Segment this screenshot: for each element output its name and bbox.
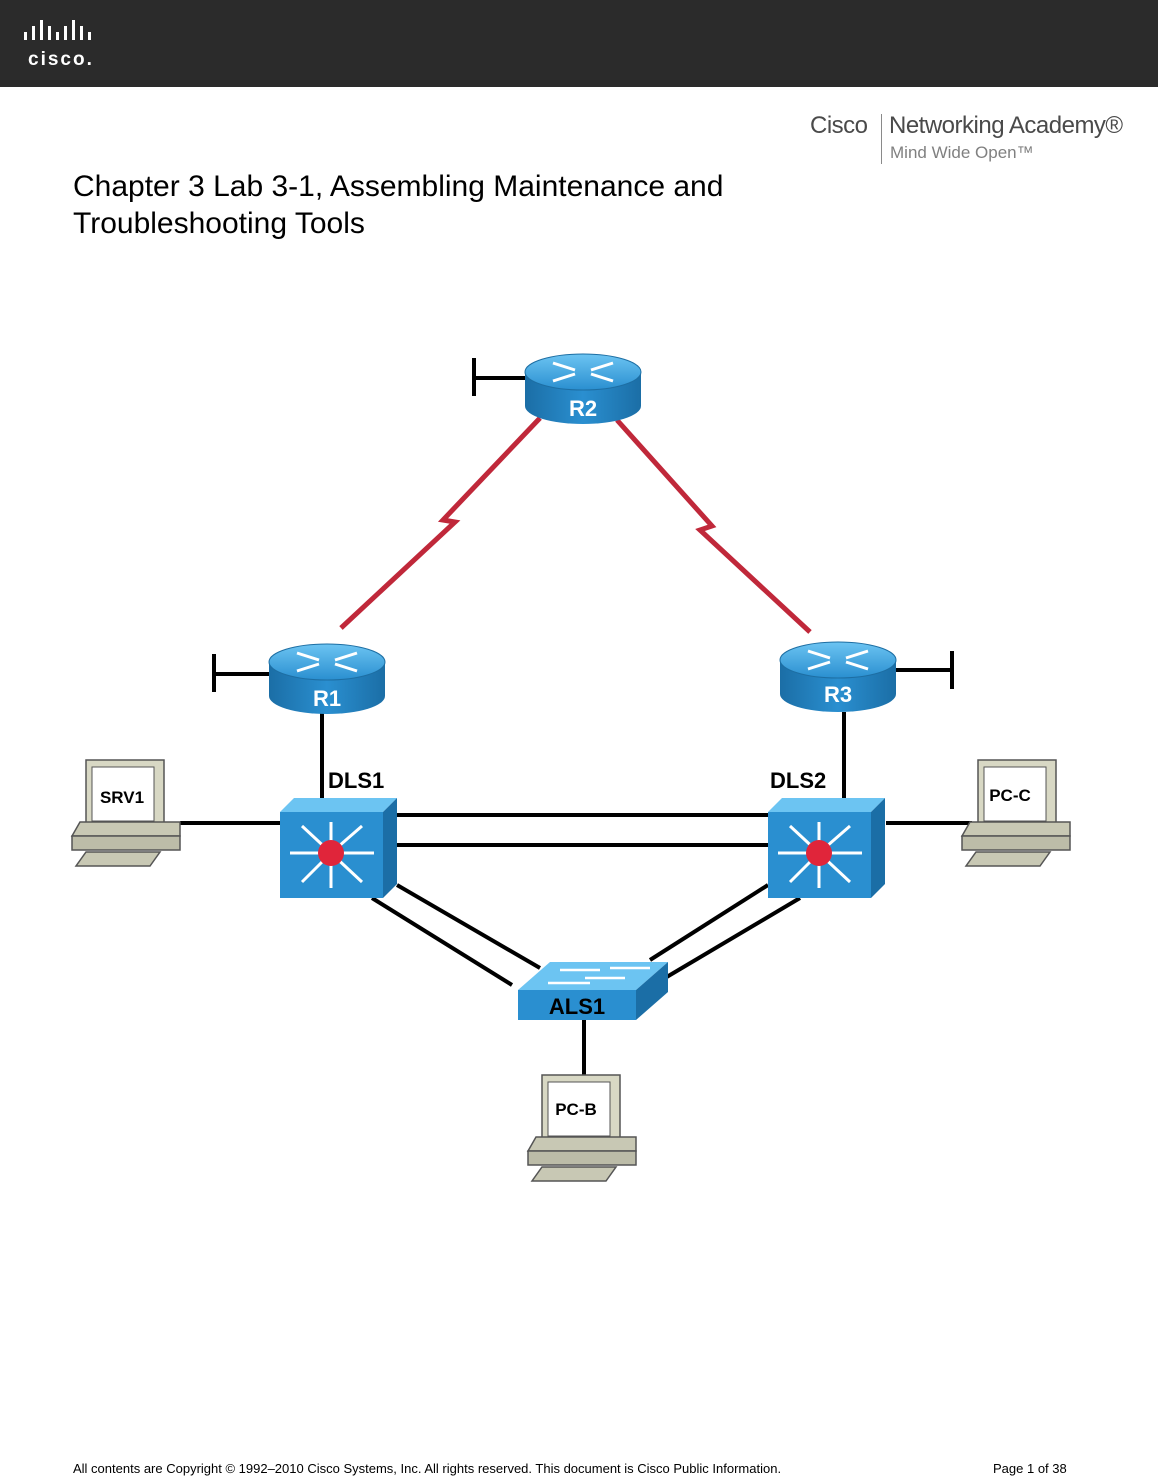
router-r3: R3 (779, 641, 897, 712)
link-dls2-als1-a (648, 883, 770, 962)
cisco-logo-bars-icon (24, 20, 91, 40)
title-line-2: Troubleshooting Tools (73, 207, 365, 240)
host-label: SRV1 (100, 788, 144, 807)
page-title: Chapter 3 Lab 3-1, Assembling Maintenanc… (73, 168, 813, 242)
switch-label: DLS1 (328, 768, 384, 793)
switch-label: DLS2 (770, 768, 826, 793)
ethernet-stub-r2 (472, 358, 526, 396)
link-dls1-als1-a (370, 896, 514, 987)
networking-academy-logo: Cisco Networking Academy® Mind Wide Open… (810, 110, 1150, 170)
copyright-notice: All contents are Copyright © 1992–2010 C… (73, 1461, 782, 1476)
network-topology-diagram: R2 R1 R3 DLS1 (70, 353, 1071, 1182)
router-arrows-icon (807, 649, 869, 671)
host-pc-c: PC-C (960, 759, 1071, 867)
access-switch-arrows-icon (548, 966, 650, 985)
serial-link-r2-r1 (339, 416, 542, 630)
router-label: R2 (569, 396, 597, 421)
multilayer-switch-dls1: DLS1 (280, 768, 397, 898)
ethernet-links (180, 712, 972, 1075)
ethernet-stub-r3 (896, 651, 954, 689)
academy-brand: Cisco (810, 112, 868, 139)
host-srv1: SRV1 (70, 759, 181, 867)
cisco-logo-text: cisco. (28, 49, 94, 70)
academy-program: Networking Academy® (889, 112, 1123, 139)
host-label: PC-C (989, 786, 1031, 805)
host-label: PC-B (555, 1100, 597, 1119)
router-r2: R2 (524, 353, 642, 424)
switch-label: ALS1 (549, 994, 605, 1019)
router-r1: R1 (268, 643, 386, 714)
ethernet-stub-r1 (212, 654, 270, 692)
router-label: R3 (824, 682, 852, 707)
academy-divider (881, 114, 882, 164)
multilayer-switch-dls2: DLS2 (768, 768, 885, 898)
access-switch-als1: ALS1 (518, 962, 668, 1020)
router-arrows-icon (296, 651, 358, 673)
host-pc-b: PC-B (526, 1074, 637, 1182)
header-bar: cisco. (0, 0, 1158, 87)
academy-tagline: Mind Wide Open™ (890, 143, 1034, 162)
page-number: Page 1 of 38 (993, 1461, 1067, 1476)
title-line-1: Chapter 3 Lab 3-1, Assembling Maintenanc… (73, 170, 724, 203)
serial-link-r2-r3 (615, 418, 812, 634)
link-dls1-als1-b (395, 883, 542, 970)
router-arrows-icon (552, 361, 614, 383)
router-label: R1 (313, 686, 341, 711)
link-dls2-als1-b (663, 896, 802, 980)
